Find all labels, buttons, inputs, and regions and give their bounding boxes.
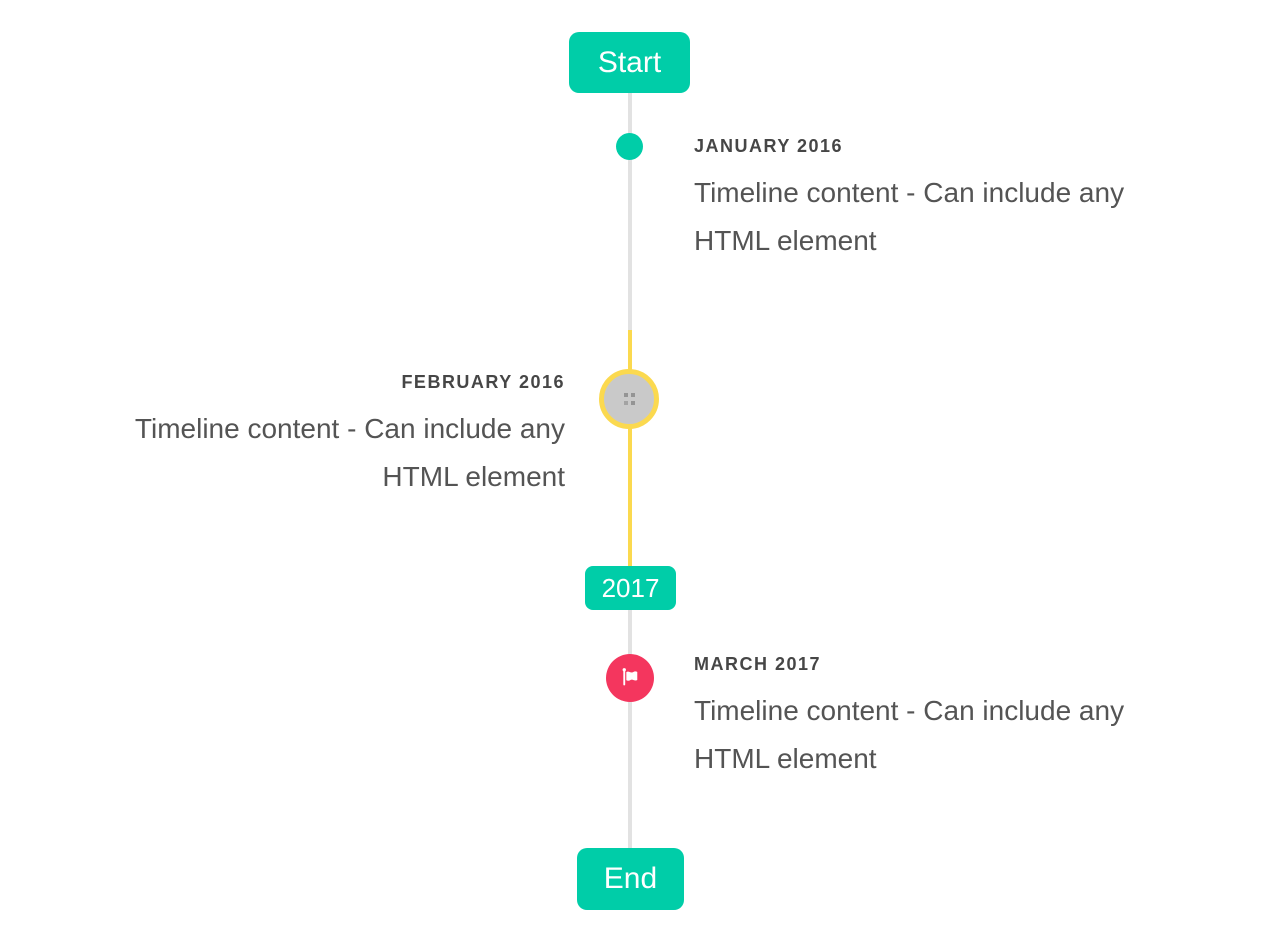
item-content-line: HTML element (382, 461, 565, 492)
item-content-line: HTML element (694, 225, 877, 256)
item-content: Timeline content - Can include any HTML … (694, 687, 1219, 783)
broken-image-icon (623, 393, 628, 397)
item-content: Timeline content - Can include any HTML … (694, 169, 1219, 265)
timeline-start-badge: Start (569, 32, 690, 93)
end-badge-label: End (603, 862, 658, 895)
flag-icon (618, 666, 643, 691)
timeline-marker-dot-january (616, 133, 643, 160)
timeline-item-february: FEBRUARY 2016 Timeline content - Can inc… (40, 370, 565, 501)
item-content-line: Timeline content - Can include any (694, 177, 1125, 208)
item-date: FEBRUARY 2016 (401, 372, 565, 392)
timeline-marker-flag-march (606, 654, 654, 702)
item-content-line: Timeline content - Can include any (694, 695, 1125, 726)
item-content: Timeline content - Can include any HTML … (40, 405, 565, 501)
item-date: MARCH 2017 (694, 654, 822, 674)
timeline-item-march: MARCH 2017 Timeline content - Can includ… (694, 652, 1219, 783)
year-badge-label: 2017 (601, 572, 660, 603)
start-badge-label: Start (597, 45, 662, 79)
timeline-year-badge: 2017 (585, 566, 676, 610)
timeline-end-badge: End (577, 848, 684, 910)
timeline-item-january: JANUARY 2016 Timeline content - Can incl… (694, 134, 1219, 265)
item-content-line: Timeline content - Can include any (134, 413, 565, 444)
timeline-line-highlight (628, 330, 632, 566)
item-content-line: HTML element (694, 743, 877, 774)
timeline-marker-image-february (599, 369, 659, 429)
item-date: JANUARY 2016 (694, 136, 844, 156)
